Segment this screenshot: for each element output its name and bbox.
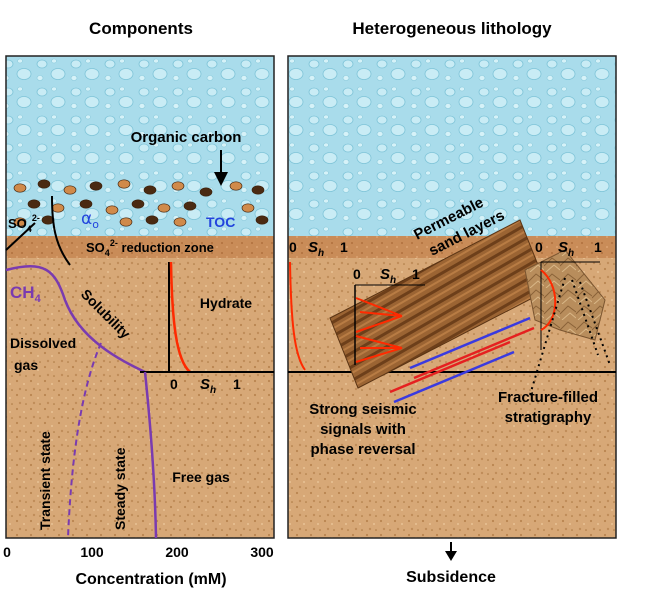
fracture-label-1: Fracture-filled	[498, 389, 598, 406]
left-panel-frame	[5, 55, 275, 539]
ch4-solubility-curve	[5, 265, 146, 374]
right-edge-sh-one: 1	[340, 239, 348, 255]
organic-carbon-particles	[13, 179, 269, 227]
concentration-axis: 0 100 200 300 Concentration (mM)	[3, 544, 274, 588]
left-panel-title: Components	[89, 19, 193, 38]
x-tick-0: 0	[3, 544, 11, 560]
right-water-layer	[288, 56, 616, 236]
right-reduction-band	[288, 236, 616, 258]
hydrate-label: Hydrate	[200, 295, 252, 311]
seismic-label-1: Strong seismic	[309, 401, 417, 418]
alpha-o-label: αo	[81, 209, 99, 231]
organic-carbon-particle	[51, 203, 65, 213]
fracture-hydrate-curve	[540, 269, 557, 331]
organic-carbon-particle	[131, 199, 145, 209]
left-sediment-layer	[6, 258, 274, 538]
reduction-zone-label: SO42- reduction zone	[86, 238, 214, 258]
organic-carbon-particle	[89, 181, 103, 191]
organic-carbon-particle	[27, 199, 41, 209]
x-axis-label: Concentration (mM)	[75, 571, 226, 588]
sulfate-profile-upper	[51, 195, 71, 266]
dissolved-gas-label-1: Dissolved	[10, 335, 76, 351]
x-tick-100: 100	[80, 544, 104, 560]
seismic-label-2: signals with	[320, 421, 406, 438]
down-arrow-icon	[214, 150, 228, 186]
organic-carbon-particle	[173, 217, 187, 227]
toc-label: TOC	[206, 214, 235, 230]
organic-carbon-particle	[229, 181, 243, 191]
organic-carbon-particle	[157, 203, 171, 213]
fracture-sh-one: 1	[594, 239, 602, 255]
right-panel-frame	[287, 55, 617, 539]
organic-carbon-particle	[251, 185, 265, 195]
fracture-sh-label: Sh	[558, 239, 574, 259]
fracture-dotted-lines	[529, 277, 611, 396]
organic-carbon-particle	[37, 179, 51, 189]
steady-state-curve	[143, 371, 158, 539]
organic-carbon-particle	[241, 203, 255, 213]
right-panel: Heterogeneous lithology 0 Sh 1 Permeable…	[287, 19, 617, 586]
left-reduction-band	[6, 236, 274, 258]
dissolved-gas-label-2: gas	[14, 357, 38, 373]
sand-sh-label: Sh	[380, 266, 396, 286]
left-water-layer	[6, 56, 274, 236]
left-sh-label: Sh	[200, 376, 216, 396]
seismic-label-3: phase reversal	[310, 441, 415, 458]
x-tick-200: 200	[165, 544, 189, 560]
organic-carbon-particle	[119, 217, 133, 227]
organic-carbon-particle	[143, 185, 157, 195]
organic-carbon-particle	[145, 215, 159, 225]
fracture-sh-zero: 0	[535, 239, 543, 255]
right-panel-title: Heterogeneous lithology	[352, 19, 552, 38]
sand-sh-one: 1	[412, 266, 420, 282]
organic-carbon-particle	[105, 205, 119, 215]
ch4-label: CH4	[10, 283, 42, 305]
subsidence-arrow-icon	[445, 542, 457, 561]
organic-carbon-particle	[13, 217, 27, 227]
organic-carbon-particle	[13, 183, 27, 193]
right-edge-sh-zero: 0	[289, 239, 297, 255]
organic-carbon-particle	[171, 181, 185, 191]
right-edge-hydrate-curve	[289, 261, 306, 371]
hydrate-saturation-curve	[169, 261, 191, 373]
sand-sh-zero: 0	[353, 266, 361, 282]
x-tick-300: 300	[250, 544, 274, 560]
steady-state-label: Steady state	[112, 447, 128, 530]
left-sh-one: 1	[233, 376, 241, 392]
organic-carbon-particle	[183, 201, 197, 211]
sand-hydrate-spike-upper	[355, 297, 403, 333]
seismic-reflectors	[389, 316, 535, 404]
organic-carbon-particle	[199, 187, 213, 197]
transient-state-curve	[67, 342, 102, 539]
subsidence-label: Subsidence	[406, 569, 496, 586]
sulfate-profile	[5, 222, 36, 251]
sand-hydrate-spike-lower	[355, 335, 403, 363]
organic-carbon-label: Organic carbon	[131, 129, 242, 146]
right-edge-sh-label: Sh	[308, 239, 324, 259]
left-panel: Components Organic carbon SO42- αo TOC S…	[3, 19, 275, 588]
organic-carbon-particle	[117, 179, 131, 189]
free-gas-label: Free gas	[172, 469, 230, 485]
fracture-label-2: stratigraphy	[505, 409, 592, 426]
transient-state-label: Transient state	[37, 431, 53, 530]
organic-carbon-particle	[255, 215, 269, 225]
organic-carbon-particle	[63, 185, 77, 195]
organic-carbon-particle	[79, 199, 93, 209]
left-sh-zero: 0	[170, 376, 178, 392]
